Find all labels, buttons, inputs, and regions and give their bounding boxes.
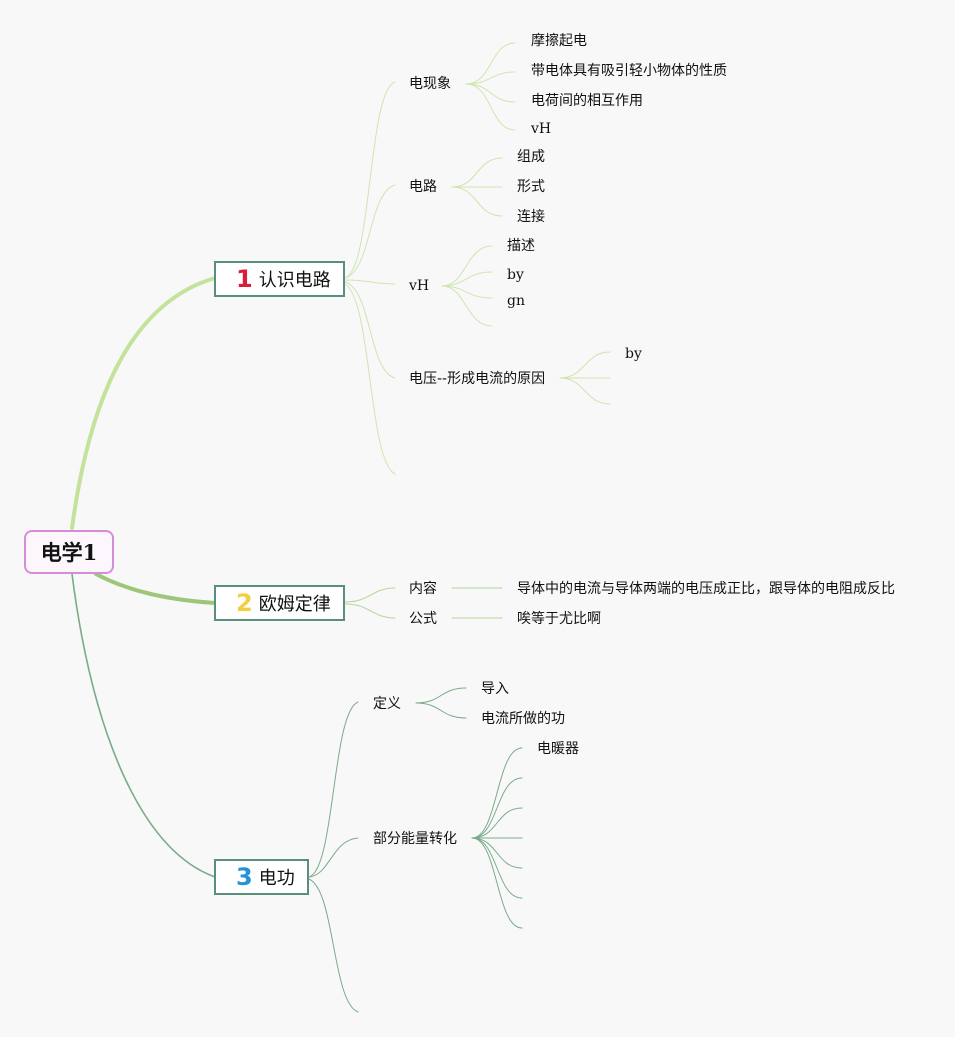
branch-title: 欧姆定律 bbox=[258, 594, 331, 615]
branch-node-3[interactable]: 3 电功 bbox=[214, 859, 309, 895]
leaf-node[interactable]: 导体中的电流与导体两端的电压成正比，跟导体的电阻成反比 bbox=[517, 581, 895, 597]
topic-node[interactable]: vH bbox=[409, 278, 430, 294]
leaf-node[interactable]: 摩擦起电 bbox=[531, 33, 587, 49]
leaf-node[interactable]: 电流所做的功 bbox=[481, 711, 565, 727]
topic-node[interactable]: 定义 bbox=[373, 696, 401, 712]
topic-node[interactable]: 电压--形成电流的原因 bbox=[409, 371, 546, 387]
leaf-node[interactable]: 带电体具有吸引轻小物体的性质 bbox=[531, 63, 727, 79]
link-root-branch3 bbox=[71, 573, 216, 878]
root-node[interactable]: 电学1 bbox=[24, 530, 114, 574]
topic-node[interactable]: 电现象 bbox=[409, 76, 451, 92]
leaf-node[interactable]: vH bbox=[531, 121, 552, 137]
leaf-node[interactable]: 唉等于尤比啊 bbox=[517, 611, 601, 627]
number-three-icon: 3 bbox=[236, 863, 253, 891]
leaf-node[interactable]: 形式 bbox=[517, 179, 545, 195]
branch-title: 认识电路 bbox=[258, 270, 331, 291]
leaf-node[interactable]: 电暖器 bbox=[537, 741, 579, 757]
topic-node[interactable]: 内容 bbox=[409, 581, 437, 597]
leaf-node[interactable]: gn bbox=[507, 293, 525, 309]
link-root-branch1 bbox=[70, 276, 217, 530]
link-root-branch2 bbox=[94, 572, 217, 605]
branch-node-2[interactable]: 2 欧姆定律 bbox=[214, 585, 345, 621]
leaf-node[interactable]: by bbox=[507, 267, 524, 283]
leaf-node[interactable]: 描述 bbox=[507, 238, 535, 254]
leaf-node[interactable]: 连接 bbox=[517, 209, 545, 225]
topic-node[interactable]: 部分能量转化 bbox=[373, 831, 457, 847]
leaf-node[interactable]: by bbox=[625, 346, 642, 362]
leaf-node[interactable]: 组成 bbox=[517, 149, 545, 165]
root-label: 电学1 bbox=[40, 540, 98, 565]
topic-node[interactable]: 电路 bbox=[409, 179, 437, 195]
branch-node-1[interactable]: 1 认识电路 bbox=[214, 261, 345, 297]
leaf-node[interactable]: 导入 bbox=[481, 681, 509, 697]
number-two-icon: 2 bbox=[236, 589, 253, 617]
number-one-icon: 1 bbox=[236, 265, 253, 293]
branch-title: 电功 bbox=[258, 868, 295, 889]
topic-node[interactable]: 公式 bbox=[409, 611, 437, 627]
leaf-node[interactable]: 电荷间的相互作用 bbox=[531, 93, 643, 109]
